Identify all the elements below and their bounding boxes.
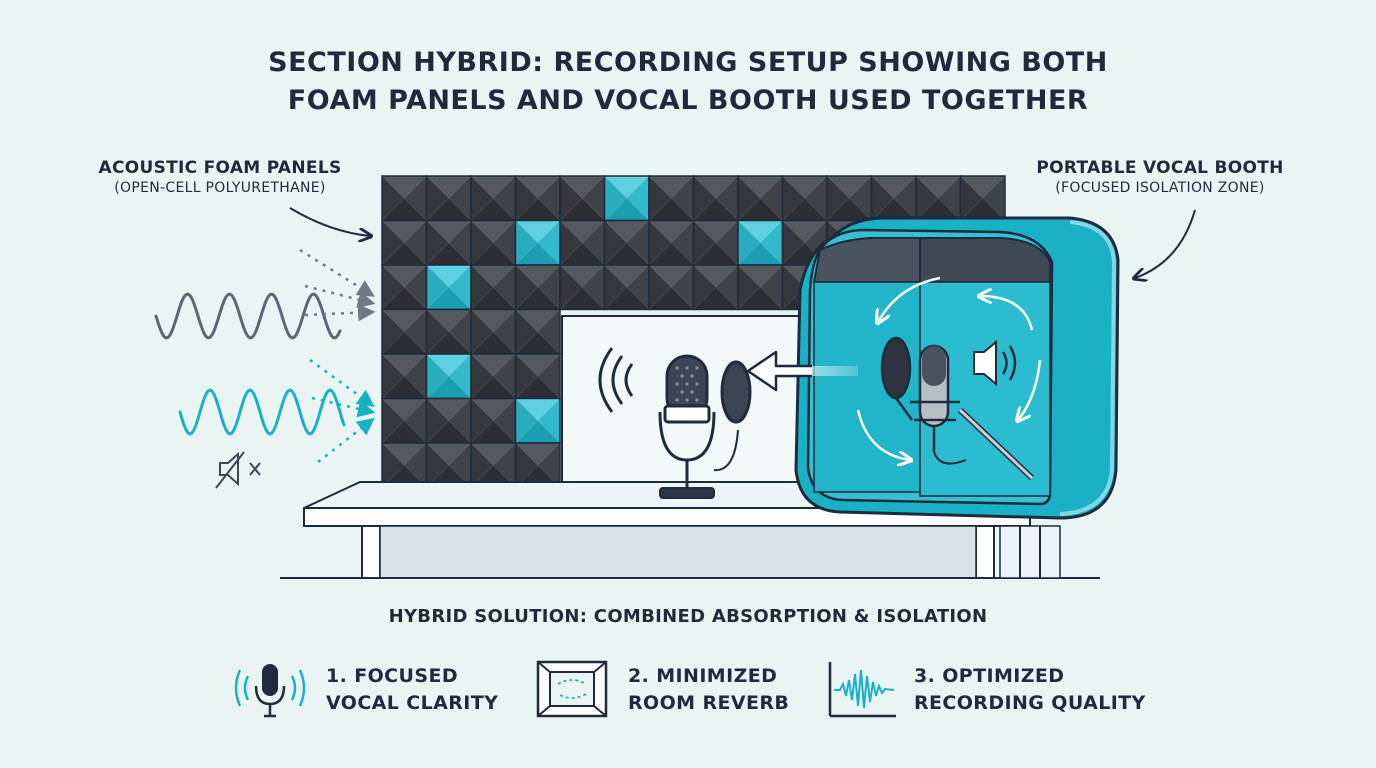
foam-tile <box>425 219 472 266</box>
muted-speaker-icon <box>215 451 261 489</box>
desk-microphone <box>598 347 752 499</box>
foam-tile <box>514 353 561 400</box>
benefit-2-line-1: 2. MINIMIZED <box>628 665 778 687</box>
foam-tile <box>692 175 739 222</box>
foam-tile <box>514 308 561 355</box>
foam-tile <box>514 175 561 222</box>
foam-tile <box>470 308 517 355</box>
foam-tile <box>648 219 695 266</box>
foam-tile <box>381 219 428 266</box>
foam-tile <box>514 264 561 311</box>
foam-tile <box>603 264 650 311</box>
benefit-recording-quality: 3. OPTIMIZED RECORDING QUALITY <box>826 660 1146 720</box>
foam-tile <box>870 175 917 222</box>
foam-panels-label: ACOUSTIC FOAM PANELS (OPEN-CELL POLYURET… <box>70 158 370 196</box>
foam-tile <box>470 264 517 311</box>
foam-tile <box>826 175 873 222</box>
foam-tile <box>425 175 472 222</box>
foam-tile <box>470 442 517 489</box>
room-icon <box>536 660 608 718</box>
foam-tile <box>559 264 606 311</box>
foam-tile <box>381 397 428 444</box>
foam-label-arrow <box>289 207 370 236</box>
foam-tile <box>692 264 739 311</box>
foam-panels-label-sub: (OPEN-CELL POLYURETHANE) <box>114 180 326 196</box>
waveform-icon <box>828 662 896 718</box>
benefit-1-line-2: VOCAL CLARITY <box>326 692 499 714</box>
foam-tile <box>737 264 784 311</box>
foam-tile <box>381 308 428 355</box>
foam-tile <box>381 264 428 311</box>
foam-tile <box>692 219 739 266</box>
foam-tile <box>425 397 472 444</box>
benefit-3-line-2: RECORDING QUALITY <box>914 692 1146 714</box>
foam-tile-accent <box>514 219 561 266</box>
foam-tile <box>737 175 784 222</box>
foam-tile <box>915 175 962 222</box>
foam-tile <box>470 175 517 222</box>
portable-vocal-booth <box>794 216 1120 520</box>
foam-panels-label-main: ACOUSTIC FOAM PANELS <box>98 158 342 178</box>
booth-label-arrow <box>1135 209 1196 278</box>
foam-tile <box>470 219 517 266</box>
foam-tile-accent <box>603 175 650 222</box>
foam-tile <box>781 175 828 222</box>
foam-tile-accent <box>514 397 561 444</box>
hybrid-solution-subtitle: HYBRID SOLUTION: COMBINED ABSORPTION & I… <box>388 606 988 627</box>
foam-tile <box>381 442 428 489</box>
benefit-1-line-1: 1. FOCUSED <box>326 665 458 687</box>
microphone-icon <box>234 664 306 718</box>
benefit-2-line-2: ROOM REVERB <box>628 692 790 714</box>
vocal-booth-label-main: PORTABLE VOCAL BOOTH <box>1036 158 1284 178</box>
title-line-1: SECTION HYBRID: RECORDING SETUP SHOWING … <box>268 47 1108 78</box>
foam-tile-accent <box>737 219 784 266</box>
foam-tile-accent <box>425 353 472 400</box>
foam-tile <box>470 353 517 400</box>
vocal-booth-label: PORTABLE VOCAL BOOTH (FOCUSED ISOLATION … <box>1010 158 1310 196</box>
diagram-title: SECTION HYBRID: RECORDING SETUP SHOWING … <box>0 44 1376 120</box>
sound-direction-arrow <box>746 350 812 392</box>
foam-tile <box>381 353 428 400</box>
title-line-2: FOAM PANELS AND VOCAL BOOTH USED TOGETHE… <box>287 85 1089 116</box>
foam-tile <box>514 442 561 489</box>
foam-tile-accent <box>425 264 472 311</box>
foam-tile <box>648 264 695 311</box>
foam-tile <box>559 175 606 222</box>
benefit-3-line-1: 3. OPTIMIZED <box>914 665 1065 687</box>
foam-tile <box>470 397 517 444</box>
incoming-sound-wave-teal <box>178 388 346 436</box>
foam-tile <box>603 219 650 266</box>
benefit-vocal-clarity: 1. FOCUSED VOCAL CLARITY <box>234 660 498 720</box>
foam-tile <box>559 219 606 266</box>
benefit-room-reverb: 2. MINIMIZED ROOM REVERB <box>536 660 789 720</box>
foam-tile <box>959 175 1006 222</box>
incoming-sound-wave-gray <box>154 292 342 340</box>
foam-tile <box>425 442 472 489</box>
foam-tile <box>648 175 695 222</box>
vocal-booth-label-sub: (FOCUSED ISOLATION ZONE) <box>1055 180 1265 196</box>
foam-tile <box>425 308 472 355</box>
recording-setup-illustration <box>154 175 1196 579</box>
foam-tile <box>381 175 428 222</box>
